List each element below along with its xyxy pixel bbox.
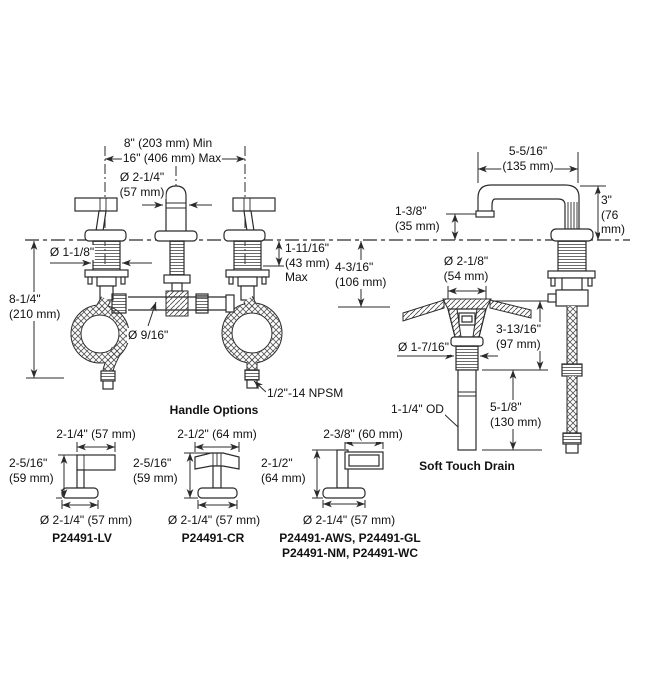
handle-option-lv-art xyxy=(56,441,116,509)
center-spout-art xyxy=(154,185,198,242)
center-supply-art xyxy=(111,240,235,317)
handle-option-cr-art xyxy=(184,441,240,509)
left-supply-hose xyxy=(70,296,130,390)
right-handle-art xyxy=(223,197,276,242)
spout-supply-hose xyxy=(561,306,583,454)
handle-option-aws-art xyxy=(312,437,384,508)
right-supply-hose xyxy=(221,295,283,389)
right-shank-art xyxy=(225,240,270,301)
drain-assembly-art xyxy=(397,286,548,451)
left-handle-art xyxy=(74,197,127,242)
faucet-front-view-art xyxy=(26,146,390,393)
left-shank-art xyxy=(84,240,129,301)
